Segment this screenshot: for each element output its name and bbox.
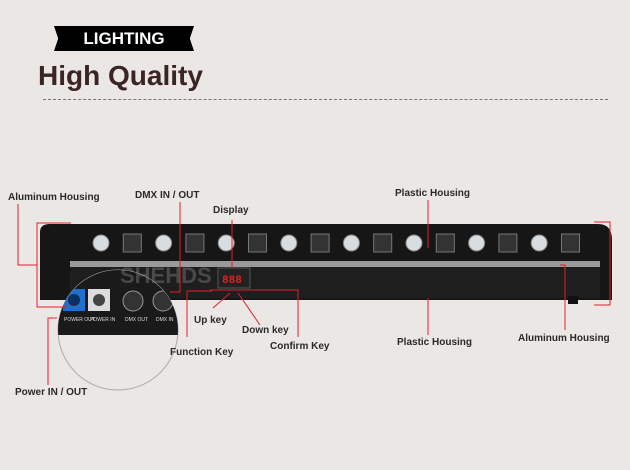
led-lens	[468, 234, 486, 252]
svg-text:DMX OUT: DMX OUT	[125, 317, 148, 323]
label-aluminum-housing-left: Aluminum Housing	[8, 192, 100, 203]
label-up-key: Up key	[194, 315, 227, 326]
divider	[43, 99, 608, 100]
laser-module	[310, 233, 330, 253]
led-lens	[92, 234, 110, 252]
laser-module	[122, 233, 142, 253]
watermark: SHEHDS	[120, 263, 212, 288]
display-readout: 888	[222, 275, 242, 287]
label-power: Power IN / OUT	[15, 387, 88, 398]
display-panel: 888	[217, 267, 251, 289]
laser-module	[561, 233, 580, 253]
laser-module	[248, 233, 267, 253]
label-display: Display	[213, 205, 249, 216]
lighting-badge: LIGHTING	[54, 26, 194, 51]
label-plastic-housing-top: Plastic Housing	[395, 188, 471, 199]
laser-module	[435, 233, 455, 253]
laser-module	[498, 233, 518, 253]
led-lens	[405, 234, 423, 252]
label-aluminum-housing-right: Aluminum Housing	[518, 333, 610, 344]
svg-text:POWER OUT: POWER OUT	[64, 317, 95, 323]
laser-module	[373, 233, 393, 253]
svg-text:DMX IN: DMX IN	[156, 317, 174, 323]
page-title: High Quality	[38, 60, 203, 91]
led-lens	[217, 234, 235, 252]
connector-inset: POWER OUT POWER IN DMX OUT DMX IN	[57, 269, 179, 391]
led-lens	[155, 234, 173, 252]
callout-lines	[17, 200, 611, 385]
light-bar	[40, 224, 612, 304]
led-lens	[342, 234, 360, 252]
led-lens	[530, 234, 548, 252]
laser-module	[185, 233, 205, 253]
label-plastic-housing-bottom: Plastic Housing	[397, 337, 473, 348]
label-down-key: Down key	[242, 325, 289, 336]
svg-text:POWER IN: POWER IN	[90, 317, 116, 323]
label-confirm-key: Confirm Key	[270, 341, 330, 352]
label-dmx: DMX IN / OUT	[135, 190, 200, 201]
label-function-key: Function Key	[170, 347, 234, 358]
dmx-out-connector	[122, 290, 144, 312]
led-lens	[280, 234, 298, 252]
